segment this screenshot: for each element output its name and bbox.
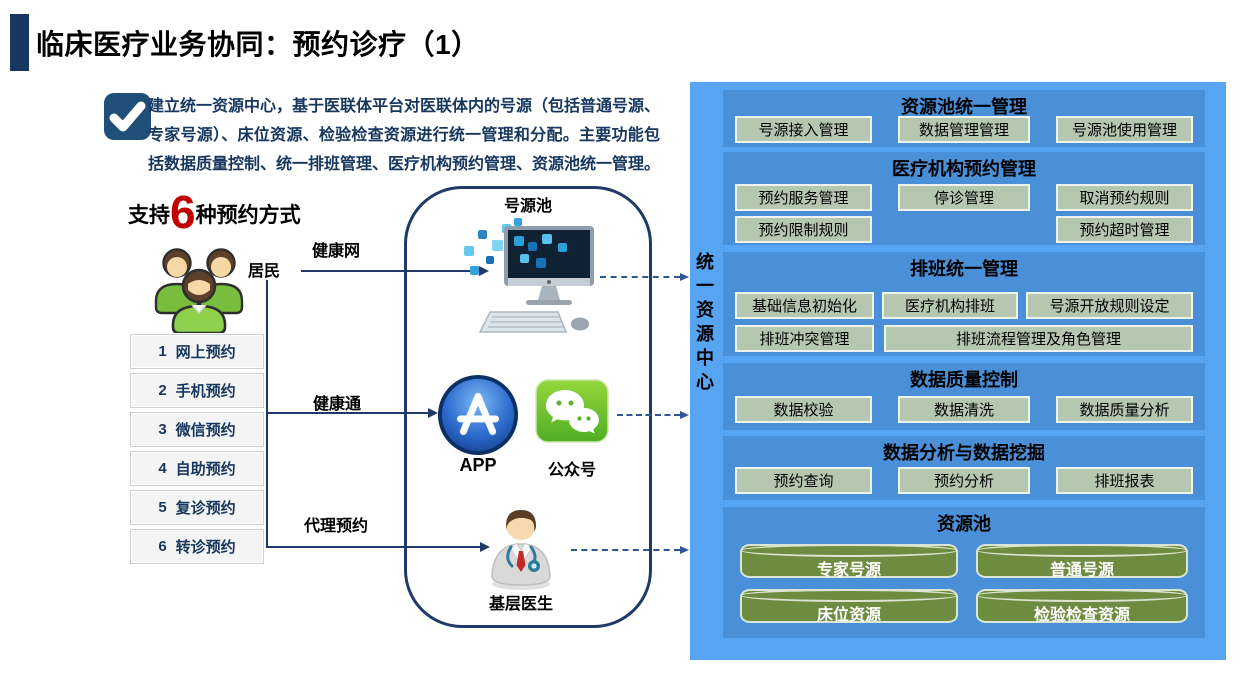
dashed-arrow-doctor <box>571 546 689 554</box>
method-item-6: 6 转诊预约 <box>130 529 264 564</box>
feature-box: 医疗机构排班 <box>882 292 1018 319</box>
resident-label: 居民 <box>248 263 281 280</box>
method-label: 微信预约 <box>175 422 236 439</box>
intro-paragraph: 建立统一资源中心，基于医联体平台对医联体内的号源（包括普通号源、专家号源）、床位… <box>148 98 661 173</box>
computer-icon <box>462 216 602 346</box>
channel-label-bottom: 代理预约 <box>304 518 369 535</box>
channel-label-middle: 健康通 <box>313 396 362 413</box>
support-number: 6 <box>170 186 196 238</box>
method-item-4: 4 自助预约 <box>130 451 264 486</box>
method-num: 6 <box>158 538 167 555</box>
checkmark-icon <box>104 93 151 140</box>
support-suffix: 种预约方式 <box>195 204 301 227</box>
support-heading: 支持6种预约方式 <box>128 189 301 235</box>
method-item-5: 5 复诊预约 <box>130 490 264 525</box>
resource-cylinder: 检验检查资源 <box>976 589 1188 624</box>
method-label: 复诊预约 <box>175 500 236 517</box>
feature-box: 排班报表 <box>1056 467 1193 494</box>
section-org-booking-mgmt: 医疗机构预约管理 预约服务管理 停诊管理 取消预约规则 预约限制规则 预约超时管… <box>723 152 1205 245</box>
pool-label: 号源池 <box>503 198 552 215</box>
section-data-quality: 数据质量控制 数据校验 数据清洗 数据质量分析 <box>723 363 1205 430</box>
arrow-health-web <box>301 266 489 276</box>
resource-cylinder: 普通号源 <box>976 544 1188 579</box>
section-title: 排班统一管理 <box>910 259 1018 279</box>
wechat-label: 公众号 <box>547 462 596 479</box>
method-item-1: 1 网上预约 <box>130 334 264 369</box>
resource-cylinder: 床位资源 <box>740 589 958 624</box>
section-data-analysis: 数据分析与数据挖掘 预约查询 预约分析 排班报表 <box>723 436 1205 500</box>
section-resource-pool: 资源池 专家号源 普通号源 床位资源 检验检查资源 <box>723 507 1205 638</box>
feature-box: 基础信息初始化 <box>735 292 874 319</box>
feature-box: 数据清洗 <box>898 396 1030 423</box>
feature-box: 预约查询 <box>735 467 872 494</box>
title-accent-bar <box>10 14 29 71</box>
app-store-icon <box>437 374 519 461</box>
feature-box: 预约服务管理 <box>735 184 872 211</box>
doctor-label: 基层医生 <box>488 596 553 613</box>
section-scheduling-mgmt: 排班统一管理 基础信息初始化 医疗机构排班 号源开放规则设定 排班冲突管理 排班… <box>723 252 1205 356</box>
method-item-3: 3 微信预约 <box>130 412 264 447</box>
feature-box: 停诊管理 <box>898 184 1030 211</box>
method-num: 2 <box>158 382 167 399</box>
feature-box: 预约分析 <box>898 467 1030 494</box>
method-label: 网上预约 <box>175 344 236 361</box>
resource-cylinder: 专家号源 <box>740 544 958 579</box>
arrow-proxy <box>266 542 490 552</box>
feature-box: 预约限制规则 <box>735 216 872 243</box>
feature-box: 号源接入管理 <box>735 116 872 143</box>
feature-box: 数据质量分析 <box>1056 396 1193 423</box>
doctor-icon <box>482 496 560 596</box>
arrow-health-app <box>266 408 438 418</box>
channel-label-top: 健康网 <box>312 243 361 260</box>
method-item-2: 2 手机预约 <box>130 373 264 408</box>
method-num: 1 <box>158 343 167 360</box>
method-label: 转诊预约 <box>175 539 236 556</box>
section-title: 数据质量控制 <box>910 370 1018 390</box>
feature-box: 取消预约规则 <box>1056 184 1193 211</box>
feature-box: 排班冲突管理 <box>735 325 874 352</box>
feature-box: 数据管理管理 <box>898 116 1030 143</box>
feature-box: 数据校验 <box>735 396 872 423</box>
feature-box: 号源池使用管理 <box>1056 116 1193 143</box>
checkmark-glyph <box>109 101 146 132</box>
method-num: 3 <box>158 421 167 438</box>
feature-box: 预约超时管理 <box>1056 216 1193 243</box>
app-label: APP <box>459 455 497 475</box>
section-title: 医疗机构预约管理 <box>892 159 1036 179</box>
dashed-arrow-app <box>617 411 689 419</box>
dashed-arrow-pool <box>600 273 689 281</box>
section-title: 资源池 <box>937 514 991 534</box>
wechat-icon <box>535 379 609 448</box>
panel-side-label: 统 一 资 源 中 心 <box>696 252 714 392</box>
residents-icon <box>146 241 252 338</box>
feature-box: 排班流程管理及角色管理 <box>884 325 1193 352</box>
support-prefix: 支持 <box>128 204 170 227</box>
method-label: 手机预约 <box>175 383 236 400</box>
method-num: 5 <box>158 499 167 516</box>
method-num: 4 <box>158 460 167 477</box>
page-title: 临床医疗业务协同：预约诊疗（1） <box>36 29 480 60</box>
section-resource-pool-mgmt: 资源池统一管理 号源接入管理 数据管理管理 号源池使用管理 <box>723 90 1205 147</box>
method-label: 自助预约 <box>175 461 236 478</box>
section-title: 资源池统一管理 <box>901 97 1027 117</box>
section-title: 数据分析与数据挖掘 <box>883 443 1045 463</box>
feature-box: 号源开放规则设定 <box>1026 292 1193 319</box>
